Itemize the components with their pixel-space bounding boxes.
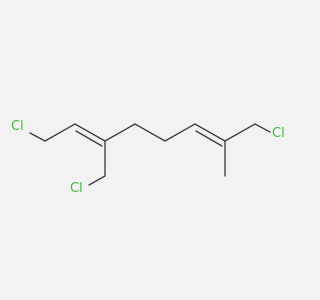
chlorine-label-left: Cl xyxy=(11,119,24,134)
bond-c3-c5 xyxy=(104,123,136,142)
bond-c8-c9 xyxy=(224,123,256,142)
bond-c6-c7 xyxy=(164,123,196,142)
bond-c7-c8-double-a xyxy=(194,123,226,142)
bond-c1-c2 xyxy=(44,123,76,142)
bond-c5-c6 xyxy=(134,123,166,142)
bond-c2-c3-double-a xyxy=(74,123,106,142)
bond-cl1-c1 xyxy=(29,132,46,142)
skeletal-formula xyxy=(29,123,271,186)
bond-c4-cl2 xyxy=(88,175,106,186)
bond-c9-cl3 xyxy=(254,123,271,133)
chlorine-label-right: Cl xyxy=(272,126,285,141)
bond-c2-c3-double-b xyxy=(75,130,103,147)
chlorine-label-bottom: Cl xyxy=(70,181,83,196)
structure-canvas: Cl Cl Cl xyxy=(11,119,285,196)
bond-c7-c8-double-b xyxy=(195,130,223,147)
